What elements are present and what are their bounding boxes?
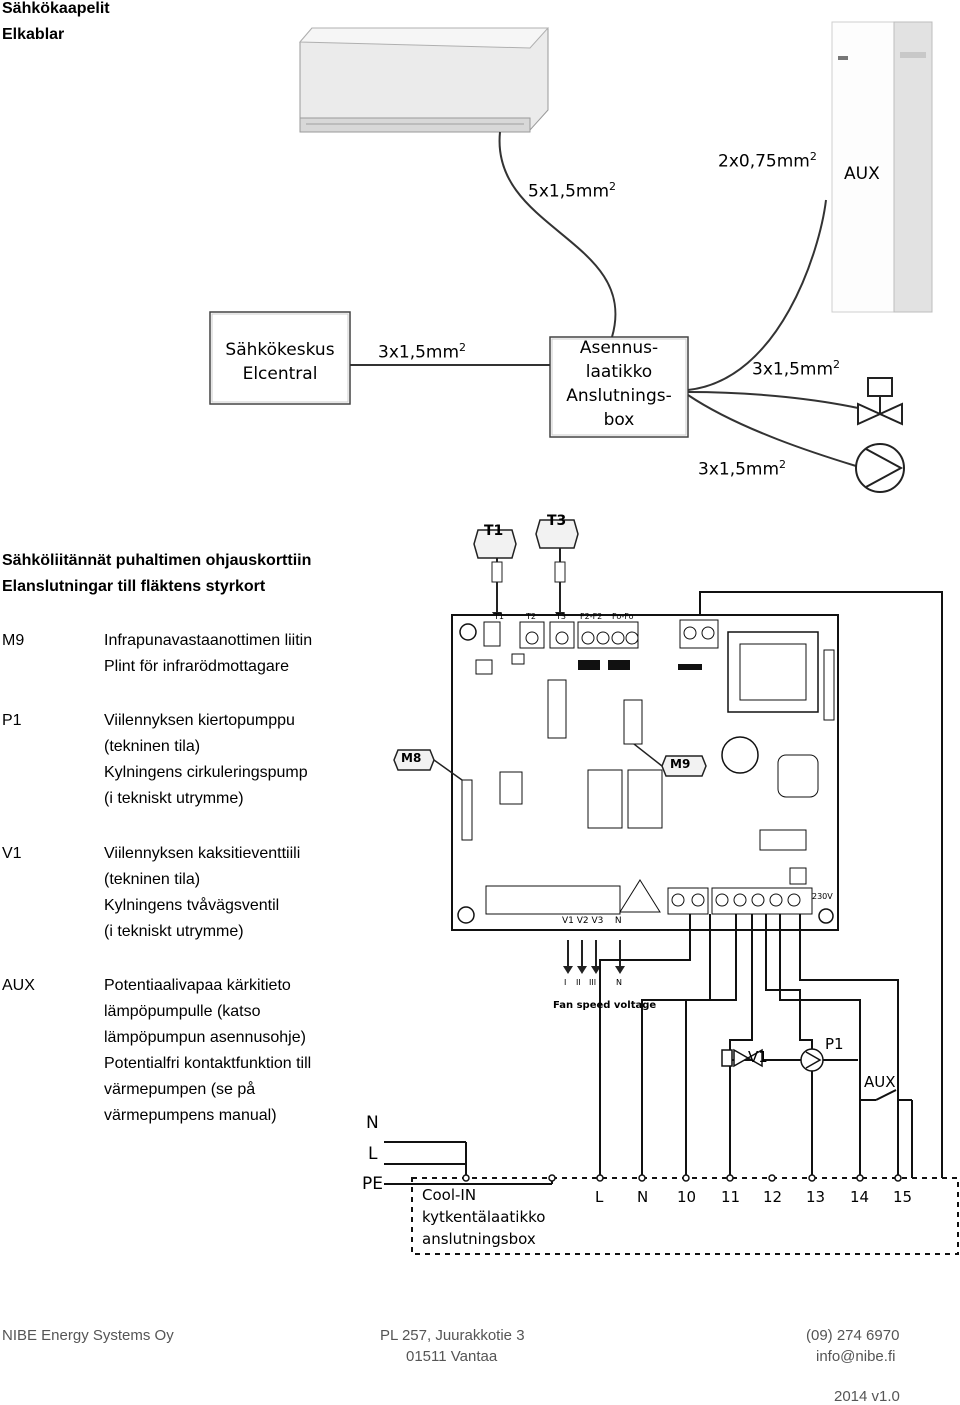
p1-label: P1 <box>825 1035 844 1053</box>
v1-valve-symbol <box>721 1048 763 1068</box>
terminal-11: 11 <box>721 1188 741 1206</box>
fan-level-2: II <box>576 978 581 987</box>
fan-level-1: I <box>564 978 567 987</box>
section-title-swedish: Elanslutningar till fläktens styrkort <box>2 578 266 595</box>
m9-tag <box>633 743 707 777</box>
v1-label: V1 <box>748 1048 768 1066</box>
control-board <box>451 614 839 931</box>
junction-box <box>549 336 689 438</box>
footer-address-line1: PL 257, Juurakkotie 3 <box>380 1327 525 1344</box>
footer-email: info@nibe.fi <box>816 1348 896 1365</box>
supply-n: N <box>366 1113 379 1133</box>
fan-level-n: N <box>616 978 622 987</box>
m8-tag <box>393 749 463 781</box>
terminal-10: 10 <box>677 1188 697 1206</box>
sensor-t1-label: T1 <box>484 523 504 539</box>
component-code-p1: P1 <box>2 712 22 729</box>
pump-symbol <box>855 443 905 493</box>
cable-3x1-5-valve: 3x1,5mm2 <box>752 358 841 380</box>
component-description-v1: Viilennyksen kaksitieventtiili (tekninen… <box>104 845 301 940</box>
m8-label: M8 <box>401 751 422 765</box>
wiring-diagram <box>384 519 959 1255</box>
terminal-14: 14 <box>850 1188 870 1206</box>
m9-label: M9 <box>670 757 691 771</box>
component-description-p1: Viilennyksen kiertopumppu (tekninen tila… <box>104 712 308 807</box>
board-label-t2: T2 <box>526 612 536 621</box>
board-label-fo: Fo-Fo <box>612 612 634 621</box>
aux-label: AUX <box>864 1073 896 1091</box>
cable-5x1-5: 5x1,5mm2 <box>528 180 617 202</box>
board-label-voltage: 230V <box>812 892 833 901</box>
component-description-m9: Infrapunavastaanottimen liitin Plint för… <box>104 632 313 675</box>
footer-address-line2: 01511 Vantaa <box>406 1348 498 1365</box>
title-finnish: Sähkökaapelit <box>2 0 110 17</box>
fan-speed-arrows <box>563 940 625 974</box>
cable-diagram <box>209 21 933 493</box>
p1-pump-symbol <box>800 1048 824 1072</box>
component-description-aux: Potentiaalivapaa kärkitieto lämpöpumpull… <box>104 977 312 1124</box>
terminal-n: N <box>637 1188 649 1206</box>
valve-symbol <box>857 377 903 426</box>
cable-3x1-5-pump: 3x1,5mm2 <box>698 458 787 480</box>
footer-version: 2014 v1.0 <box>834 1388 900 1405</box>
section-title-finnish: Sähköliitännät puhaltimen ohjauskorttiin <box>2 552 312 569</box>
cable-2x0-75: 2x0,75mm2 <box>718 150 817 172</box>
cable-3x1-5-central: 3x1,5mm2 <box>378 341 467 363</box>
board-label-f2: F2-F2 <box>580 612 603 621</box>
terminal-13: 13 <box>806 1188 826 1206</box>
footer-company: NIBE Energy Systems Oy <box>2 1327 174 1344</box>
title-swedish: Elkablar <box>2 26 65 43</box>
fan-level-3: III <box>589 978 597 987</box>
sensor-t1 <box>473 529 517 620</box>
terminal-15: 15 <box>893 1188 913 1206</box>
board-label-t1: T1 <box>494 612 504 621</box>
heat-pump-unit-image <box>831 21 933 313</box>
electrical-central-box <box>209 311 351 405</box>
aux-switch-symbol <box>860 1089 913 1178</box>
indoor-unit-image <box>298 27 550 133</box>
component-code-m9: M9 <box>2 632 25 649</box>
junction-box-label: Asennus- laatikko Anslutnings- box <box>566 338 672 430</box>
terminal-12: 12 <box>763 1188 783 1206</box>
board-label-fan-terminals: V1 V2 V3 N <box>562 916 622 926</box>
supply-pe: PE <box>362 1174 383 1194</box>
component-code-v1: V1 <box>2 845 22 862</box>
aux-label-top: AUX <box>844 164 880 184</box>
terminal-l: L <box>595 1188 604 1206</box>
board-label-t3: T3 <box>556 612 566 621</box>
fan-speed-voltage-label: Fan speed voltage <box>553 1000 657 1011</box>
sensor-t3 <box>535 519 579 620</box>
sensor-t3-label: T3 <box>547 513 567 529</box>
footer-phone: (09) 274 6970 <box>806 1327 900 1344</box>
electrical-central-label: Sähkökeskus Elcentral <box>225 340 335 384</box>
supply-l: L <box>368 1144 378 1164</box>
cool-in-box-label: Cool-IN kytkentälaatikko anslutningsbox <box>422 1186 546 1248</box>
component-code-aux: AUX <box>2 977 35 994</box>
